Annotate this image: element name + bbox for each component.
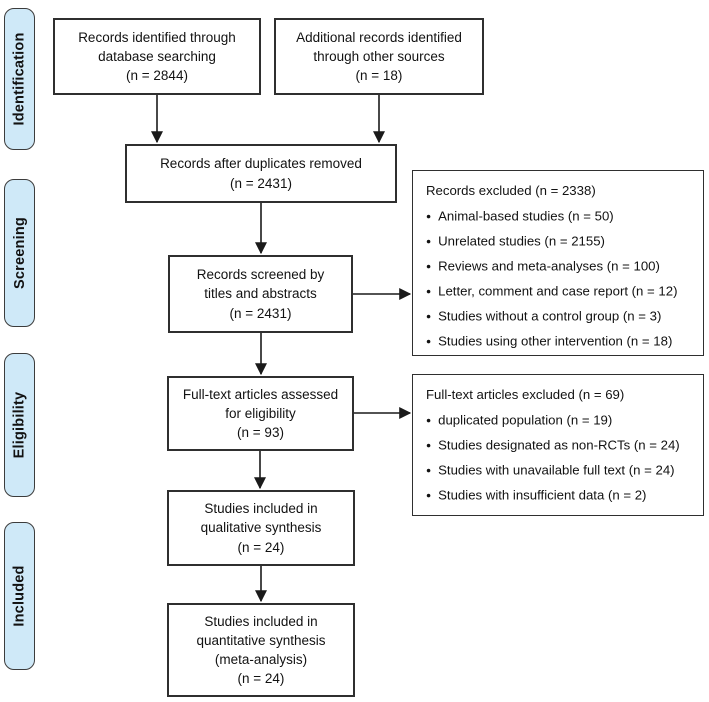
box-fulltext-assessed: Full-text articles assessed for eligibil… [167, 376, 354, 451]
list-item: duplicated population (n = 19) [426, 411, 693, 430]
box-records-after-duplicates-removed: Records after duplicates removed (n = 24… [125, 144, 397, 203]
box-quantitative-synthesis: Studies included in quantitative synthes… [167, 603, 355, 697]
box-records-excluded: Records excluded (n = 2338) Animal-based… [412, 170, 704, 356]
list-item: Studies with insufficient data (n = 2) [426, 486, 693, 505]
records-excluded-list: Animal-based studies (n = 50) Unrelated … [426, 207, 693, 351]
list-item: Studies without a control group (n = 3) [426, 307, 693, 326]
list-item: Animal-based studies (n = 50) [426, 207, 693, 226]
list-item: Reviews and meta-analyses (n = 100) [426, 257, 693, 276]
box-fulltext-excluded: Full-text articles excluded (n = 69) dup… [412, 374, 704, 516]
stage-label-identification: Identification [4, 8, 35, 150]
list-item: Studies with unavailable full text (n = … [426, 461, 693, 480]
box-records-identified-database: Records identified through database sear… [53, 18, 261, 95]
stage-label-text: Eligibility [11, 391, 28, 459]
stage-label-text: Identification [11, 32, 28, 126]
stage-label-text: Screening [11, 217, 28, 289]
box-additional-records-other-sources: Additional records identified through ot… [274, 18, 484, 95]
list-item: Unrelated studies (n = 2155) [426, 232, 693, 251]
box-records-screened: Records screened by titles and abstracts… [168, 255, 353, 333]
stage-label-text: Included [11, 565, 28, 627]
list-item: Studies using other intervention (n = 18… [426, 332, 693, 351]
stage-label-screening: Screening [4, 179, 35, 327]
box-qualitative-synthesis: Studies included in qualitative synthesi… [167, 490, 355, 566]
list-item: Letter, comment and case report (n = 12) [426, 282, 693, 301]
fulltext-excluded-title: Full-text articles excluded (n = 69) [426, 387, 625, 402]
stage-label-eligibility: Eligibility [4, 353, 35, 497]
records-excluded-title: Records excluded (n = 2338) [426, 183, 596, 198]
stage-label-included: Included [4, 522, 35, 670]
fulltext-excluded-list: duplicated population (n = 19) Studies d… [426, 411, 693, 505]
list-item: Studies designated as non-RCTs (n = 24) [426, 436, 693, 455]
